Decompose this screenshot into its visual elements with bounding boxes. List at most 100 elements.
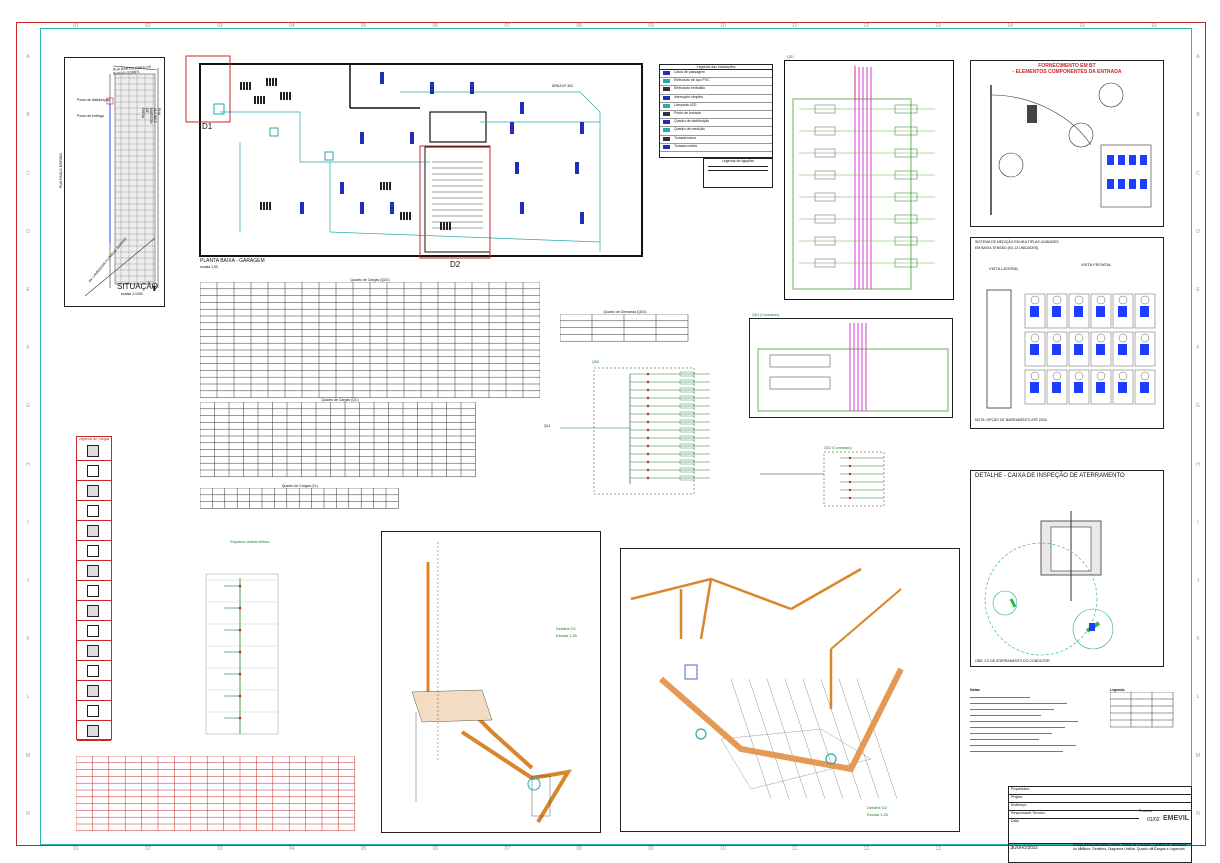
qd2-diagram: QD2 (Conectado) [760, 446, 900, 508]
title-block-bottom: JUNHO/2022 Planta Baixa pavimento térreo… [1008, 842, 1192, 863]
legenda-row [77, 441, 111, 461]
grid-letter: A [26, 54, 30, 61]
legend-symbol-icon [663, 103, 670, 108]
grid-number: 03 [216, 23, 223, 29]
d2-scale: Escala 1:25 [867, 812, 888, 817]
grid-number: 06 [432, 846, 439, 852]
grid-letter: M [1195, 752, 1201, 759]
note-line [970, 721, 1078, 722]
note-line [970, 751, 1063, 752]
fixture-icon [87, 685, 99, 697]
note-line [970, 739, 1039, 740]
detalhe-d2: Detalhe D2 Escala 1:25 [620, 548, 960, 832]
grid-number: 04 [288, 23, 295, 29]
grid-letter: E [26, 286, 30, 293]
grid-letter: D [26, 228, 30, 235]
cargas-table-grid [199, 281, 541, 398]
ql1-label: QL1 [544, 424, 551, 428]
area-label: ÁREA Nº 302 [552, 84, 573, 88]
plan-title: PLANTA BAIXA - GARAGEM [200, 258, 265, 264]
aterramento-drawing [984, 511, 1114, 656]
qm1-title: QM1 [592, 360, 600, 364]
tb-row2: Projeto: [1009, 795, 1191, 803]
grid-number: 05 [360, 846, 367, 852]
legenda-block: Legenda [1109, 688, 1174, 734]
fixture-icon [87, 445, 99, 457]
fixture-icon [87, 645, 99, 657]
legend-item: Quadro de distribuição [660, 119, 772, 128]
tb-folha-label: Prancha: [1139, 809, 1154, 813]
tabela-circuitos [75, 755, 356, 837]
note-line [970, 745, 1076, 746]
street-left: RUA PAULO MORINO [59, 152, 63, 188]
fixture-icon [87, 705, 99, 717]
plan-scale: escala 1:50 [200, 265, 218, 269]
street-right: RUA ALCIDES MARCON DE FARIA [141, 108, 161, 124]
situacao-map [84, 65, 159, 297]
grid-number: 15 [1079, 23, 1085, 29]
legend-symbol-icon [663, 136, 670, 141]
note-line [970, 697, 1030, 698]
grid-number: 08 [576, 846, 582, 852]
d1-title: Detalhe D1 [556, 626, 577, 631]
tb-date: JUNHO/2022 [1011, 845, 1038, 850]
legenda-row [77, 561, 111, 581]
grid-number: 12 [863, 846, 870, 852]
grid-number: 06 [432, 23, 439, 29]
qd1-title: QD1 [787, 55, 795, 59]
legenda-row [77, 541, 111, 561]
grid-letter: N [1196, 810, 1200, 817]
grid-number: 10 [720, 846, 726, 852]
note-line [970, 709, 1054, 710]
grid-letter: H [26, 461, 30, 468]
grid-letter: E [1196, 286, 1200, 293]
grid-letter: A [1196, 54, 1200, 61]
legenda-grid [1109, 691, 1174, 728]
legend-item: Tomada baixa [660, 136, 772, 144]
grid-number: 11 [792, 846, 798, 852]
cargas3-title: Quadro de Cargas (CL) [281, 484, 319, 488]
grid-number: 02 [145, 846, 151, 852]
grid-number: 12 [863, 23, 870, 29]
legend-symbol-icon [663, 79, 670, 84]
grid-letter: H [1196, 461, 1200, 468]
fixture-icon [87, 565, 99, 577]
grid-letter: K [1196, 636, 1200, 643]
legend-symbol-icon [663, 120, 670, 125]
grid-letter: L [26, 694, 30, 701]
detalhe-d1-drawing [411, 542, 572, 824]
qd2-svg [760, 451, 885, 507]
qd2-title: QD2 (Conectado) [824, 446, 852, 450]
medicao-title-2: EM BAIXA TENSÃO (EA 13 UNIDADES) [975, 246, 1039, 250]
grid-number: 04 [288, 846, 295, 852]
grid-number: 01 [73, 846, 79, 852]
grid-letter: D [1196, 228, 1200, 235]
legend-item: Lâmpada LED [660, 103, 772, 111]
legenda-row [77, 481, 111, 501]
legend-title: Legenda das instalações [660, 65, 772, 70]
legenda-cargas: Legenda de Cargas [76, 436, 112, 741]
planta-baixa: D1 D2 ÁREA Nº 302 [180, 52, 650, 269]
note-line [970, 703, 1067, 704]
fornecimento-title-2: - ELEMENTOS COMPONENTES DA ENTRADA [1012, 69, 1122, 75]
grid-letter: B [1196, 112, 1200, 119]
legend-item: Caixa de passagem [660, 70, 772, 79]
fixture-icon [87, 665, 99, 677]
legenda-row [77, 461, 111, 481]
situacao-panel: RUA BARTOLOMEU DE BUSSO GOMES RUA PAULO … [59, 57, 165, 307]
situacao-scale: escala 1:1000 [121, 292, 143, 296]
grid-number: 14 [1007, 23, 1013, 29]
title-block: Proprietário: Projeto: Endereço: Respons… [1008, 786, 1192, 844]
esquema-vertical: Esquema vertical elétrico [200, 540, 300, 740]
notas-title: Notas [970, 688, 980, 692]
tb-description: Planta Baixa pavimento térreo, Planta de… [1073, 843, 1187, 851]
fornecimento-drawing [990, 82, 1152, 215]
medicao-title-1: SISTEMA DE MEDIÇÃO EM MÚLTIPLAS UNIDADES [975, 240, 1059, 244]
grid-letter: G [1196, 403, 1200, 410]
qd1-connect-title: QD1 (Conectado) [752, 313, 780, 317]
fixture-icon [87, 485, 99, 497]
legend-item: Eletroduto embutido [660, 86, 772, 95]
